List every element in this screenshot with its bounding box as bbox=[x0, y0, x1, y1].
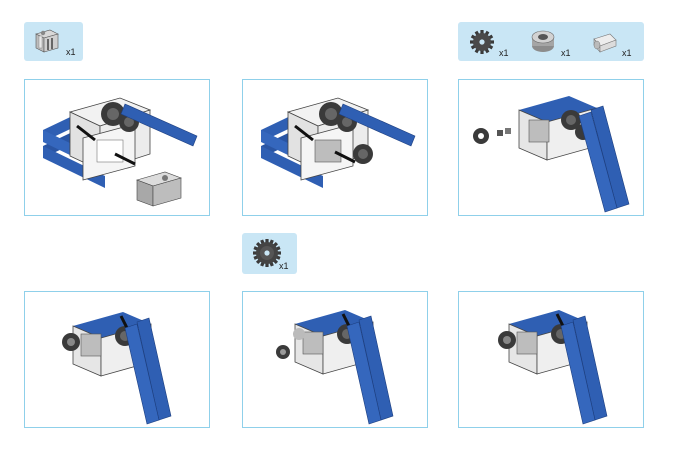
parts-callout-servo: x1 bbox=[24, 22, 83, 61]
assembly-drawing bbox=[261, 97, 416, 188]
axle-connector-icon bbox=[593, 33, 617, 53]
assembly-drawing bbox=[276, 310, 394, 425]
bushing-icon bbox=[531, 30, 555, 52]
gear-medium-icon bbox=[253, 239, 281, 267]
step-frame-1 bbox=[24, 79, 210, 216]
part-qty: x1 bbox=[622, 48, 632, 58]
parts-callout-gear-medium: x1 bbox=[242, 233, 297, 274]
step-frame-2 bbox=[242, 79, 428, 216]
step-frame-6 bbox=[458, 291, 644, 428]
assembly-drawing bbox=[498, 310, 608, 425]
part-qty: x1 bbox=[66, 47, 76, 57]
part-qty: x1 bbox=[279, 261, 289, 271]
servo-motor-icon bbox=[35, 29, 59, 53]
part-qty: x1 bbox=[499, 48, 509, 58]
parts-callout-gears: x1 x1 x1 bbox=[458, 22, 644, 61]
assembly-drawing bbox=[43, 97, 198, 207]
step-frame-3 bbox=[458, 79, 644, 216]
assembly-drawing bbox=[62, 312, 172, 425]
assembly-drawing bbox=[473, 96, 630, 213]
part-qty: x1 bbox=[561, 48, 571, 58]
gear-small-icon bbox=[470, 30, 494, 54]
step-frame-5 bbox=[242, 291, 428, 428]
step-frame-4 bbox=[24, 291, 210, 428]
